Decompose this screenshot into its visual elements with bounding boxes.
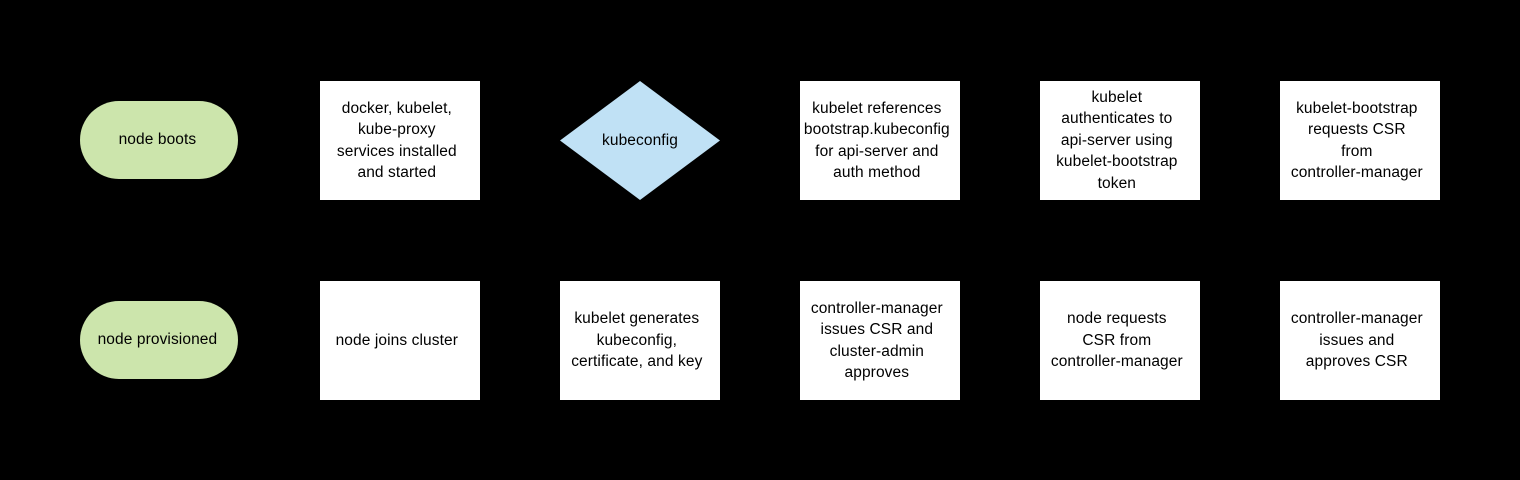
node-kubelet-generates[interactable]: kubelet generates kubeconfig, certificat… — [560, 281, 720, 400]
node-label-services-installed: docker, kubelet, kube-proxy services ins… — [336, 99, 457, 182]
node-label-kubelet-bootstrap-requests-csr: kubelet-bootstrap requests CSR from cont… — [1290, 99, 1423, 182]
node-kubeconfig[interactable]: kubeconfig — [560, 81, 720, 200]
node-label-controller-manager-issues-csr: controller-manager issues CSR and cluste… — [810, 299, 943, 382]
node-kubelet-bootstrap-requests-csr[interactable]: kubelet-bootstrap requests CSR from cont… — [1280, 81, 1440, 200]
node-kubelet-references-bootstrap[interactable]: kubelet references bootstrap.kubeconfig … — [800, 81, 960, 200]
node-node-requests-csr[interactable]: node requests CSR from controller-manage… — [1040, 281, 1200, 400]
node-node-joins-cluster[interactable]: node joins cluster — [320, 281, 480, 400]
node-label-kubelet-references-bootstrap: kubelet references bootstrap.kubeconfig … — [803, 99, 950, 182]
node-label-node-joins-cluster: node joins cluster — [335, 331, 459, 349]
node-controller-manager-issues-csr[interactable]: controller-manager issues CSR and cluste… — [800, 281, 960, 400]
node-label-node-boots: node boots — [118, 131, 197, 149]
node-controller-manager-issues-approves[interactable]: controller-manager issues and approves C… — [1280, 281, 1440, 400]
node-label-kubeconfig: kubeconfig — [602, 131, 678, 149]
node-services-installed[interactable]: docker, kubelet, kube-proxy services ins… — [320, 81, 480, 200]
node-label-controller-manager-issues-approves: controller-manager issues and approves C… — [1290, 310, 1423, 371]
node-node-provisioned[interactable]: node provisioned — [80, 301, 238, 379]
node-label-kubelet-authenticates: kubelet authenticates to api-server usin… — [1056, 88, 1178, 192]
node-kubelet-authenticates[interactable]: kubelet authenticates to api-server usin… — [1040, 81, 1200, 200]
node-label-kubelet-generates: kubelet generates kubeconfig, certificat… — [571, 310, 703, 371]
node-node-boots[interactable]: node boots — [80, 101, 238, 179]
node-label-node-provisioned: node provisioned — [97, 331, 218, 349]
node-label-node-requests-csr: node requests CSR from controller-manage… — [1050, 310, 1183, 371]
